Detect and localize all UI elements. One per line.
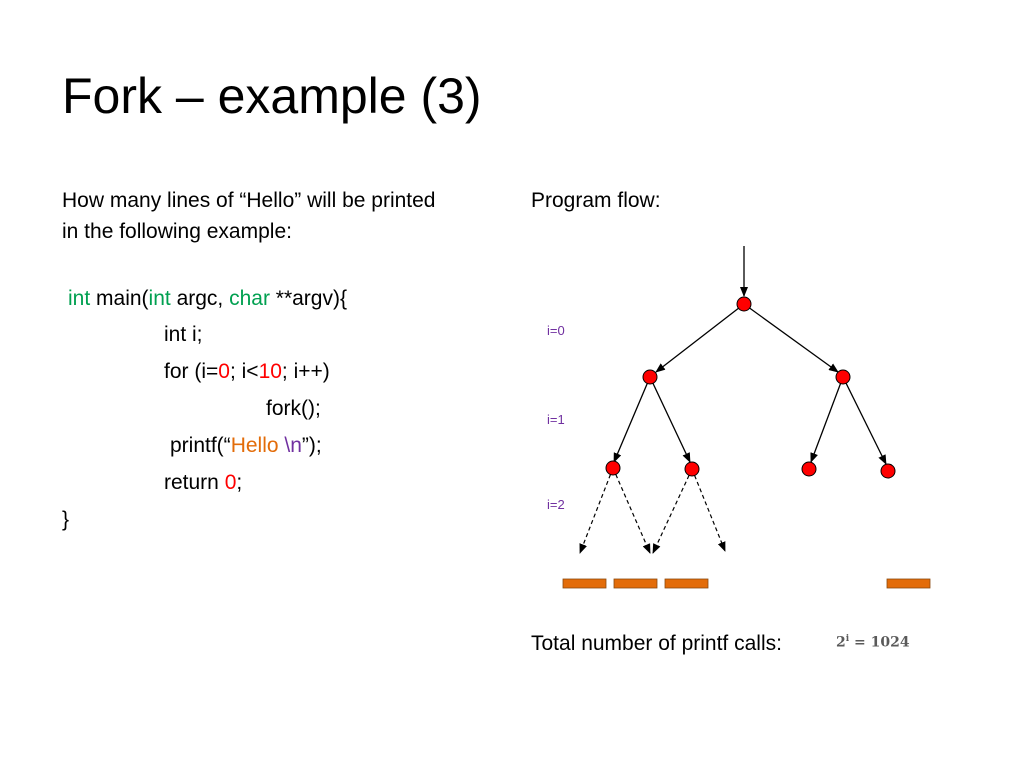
question-text: How many lines of “Hello” will be printe… [62, 185, 435, 247]
result-value: = 1024 [849, 634, 910, 651]
code-text: printf(“ [170, 434, 231, 457]
code-text: argc, [170, 287, 230, 310]
output-bar [664, 578, 709, 589]
code-text: ; [236, 471, 243, 494]
slide-title: Fork – example (3) [62, 68, 482, 124]
level-label-i1: i=1 [547, 412, 565, 427]
code-line-3: for (i=0; i<10; i++) [164, 355, 330, 389]
code-text: main( [90, 287, 149, 310]
code-text: ”); [301, 434, 322, 457]
code-line-7: } [62, 503, 69, 537]
escape-sequence: \n [284, 434, 302, 457]
code-line-4: fork(); [266, 392, 321, 426]
dashed-arrow [652, 468, 693, 554]
code-line-2: int i; [164, 318, 203, 352]
keyword: int [148, 287, 171, 310]
branch-arrow [649, 376, 691, 463]
keyword: char [229, 287, 270, 310]
code-text: return [164, 471, 225, 494]
level-label-i2: i=2 [547, 497, 565, 512]
flow-label: Program flow: [531, 189, 661, 212]
process-node [880, 463, 896, 479]
result-formula: 2i = 1024 [836, 634, 910, 651]
output-bar [613, 578, 658, 589]
code-text: fork(); [266, 397, 321, 420]
question-line-1: How many lines of “Hello” will be printe… [62, 189, 436, 212]
dashed-arrow [691, 468, 726, 552]
dashed-arrow [612, 467, 651, 554]
code-text: **argv){ [269, 287, 347, 310]
code-text: } [62, 508, 70, 531]
process-node [605, 460, 621, 476]
result-base: 2 [836, 634, 846, 651]
branch-arrow [842, 376, 887, 465]
code-text: for (i= [164, 360, 219, 383]
string-literal: Hello [230, 434, 285, 457]
result-exponent: i [845, 634, 850, 644]
keyword: int [68, 287, 91, 310]
question-line-2: in the following example: [62, 220, 292, 243]
number-literal: 10 [258, 360, 282, 383]
output-bar [886, 578, 931, 589]
branch-arrow [655, 303, 745, 373]
process-node [684, 461, 700, 477]
code-line-1: int main(int argc, char **argv){ [68, 282, 347, 316]
branch-arrow [613, 376, 651, 463]
code-line-6: return 0; [164, 466, 242, 500]
dashed-arrow [579, 467, 614, 554]
code-text: ; i++) [281, 360, 330, 383]
output-bar [562, 578, 607, 589]
level-label-i0: i=0 [547, 323, 565, 338]
number-literal: 0 [224, 471, 237, 494]
branch-arrow [810, 376, 844, 463]
number-literal: 0 [218, 360, 230, 383]
process-node [835, 369, 851, 385]
code-line-5: printf(“Hello \n”); [170, 429, 322, 463]
code-text: int i; [164, 323, 203, 346]
process-node [642, 369, 658, 385]
code-text: ; i< [229, 360, 259, 383]
total-label: Total number of printf calls: [531, 632, 782, 655]
process-node [736, 296, 752, 312]
process-node [801, 461, 817, 477]
branch-arrow [743, 303, 839, 373]
